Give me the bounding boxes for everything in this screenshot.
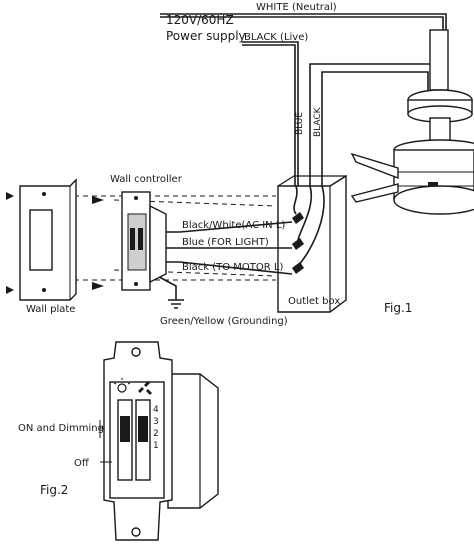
wall-controller-label: Wall controller xyxy=(110,174,183,185)
fig1-caption: Fig.1 xyxy=(384,301,412,315)
wall-controller xyxy=(121,191,167,291)
wire-light-label: Blue (FOR LIGHT) xyxy=(182,237,269,248)
speed-scale: 4 3 2 1 xyxy=(153,405,159,451)
wall-plate-label: Wall plate xyxy=(26,304,75,315)
off-label: Off xyxy=(74,458,90,469)
black-live-wire xyxy=(242,41,299,186)
wire-ac-in-label: Black/White(AC IN L) xyxy=(182,220,285,231)
svg-text:3: 3 xyxy=(153,417,159,427)
outlet-box-label: Outlet box xyxy=(288,296,340,307)
supply-voltage-label: 120V/60HZ xyxy=(166,13,234,27)
light-icon xyxy=(113,378,131,393)
svg-text:4: 4 xyxy=(153,405,159,415)
fig2-caption: Fig.2 xyxy=(40,483,68,497)
white-neutral-label: WHITE (Neutral) xyxy=(256,2,337,13)
fan-icon xyxy=(138,381,152,395)
ground-label: Green/Yellow (Grounding) xyxy=(160,316,288,327)
svg-text:2: 2 xyxy=(153,429,159,439)
black-live-label: BLACK (Live) xyxy=(244,32,308,43)
supply-power-label: Power supply xyxy=(166,29,246,43)
plate-screws xyxy=(6,192,104,294)
wall-plate xyxy=(19,178,77,301)
outlet-box xyxy=(277,174,347,313)
on-dimming-label: ON and Dimming xyxy=(18,423,104,434)
svg-text:1: 1 xyxy=(153,441,159,451)
blue-vertical-label: BLUE xyxy=(295,112,305,135)
fig1: 120V/60HZ Power supply WHITE (Neutral) B… xyxy=(6,2,474,327)
black-vertical-label: BLACK xyxy=(313,106,323,137)
light-slider[interactable] xyxy=(117,399,133,481)
fan-slider[interactable] xyxy=(135,399,151,481)
fig2: 4 3 2 1 ON and Dimming Off Fig.2 xyxy=(18,341,219,541)
ceiling-fan xyxy=(350,29,474,215)
wire-motor-label: Black (TO MOTOR L) xyxy=(182,262,283,273)
